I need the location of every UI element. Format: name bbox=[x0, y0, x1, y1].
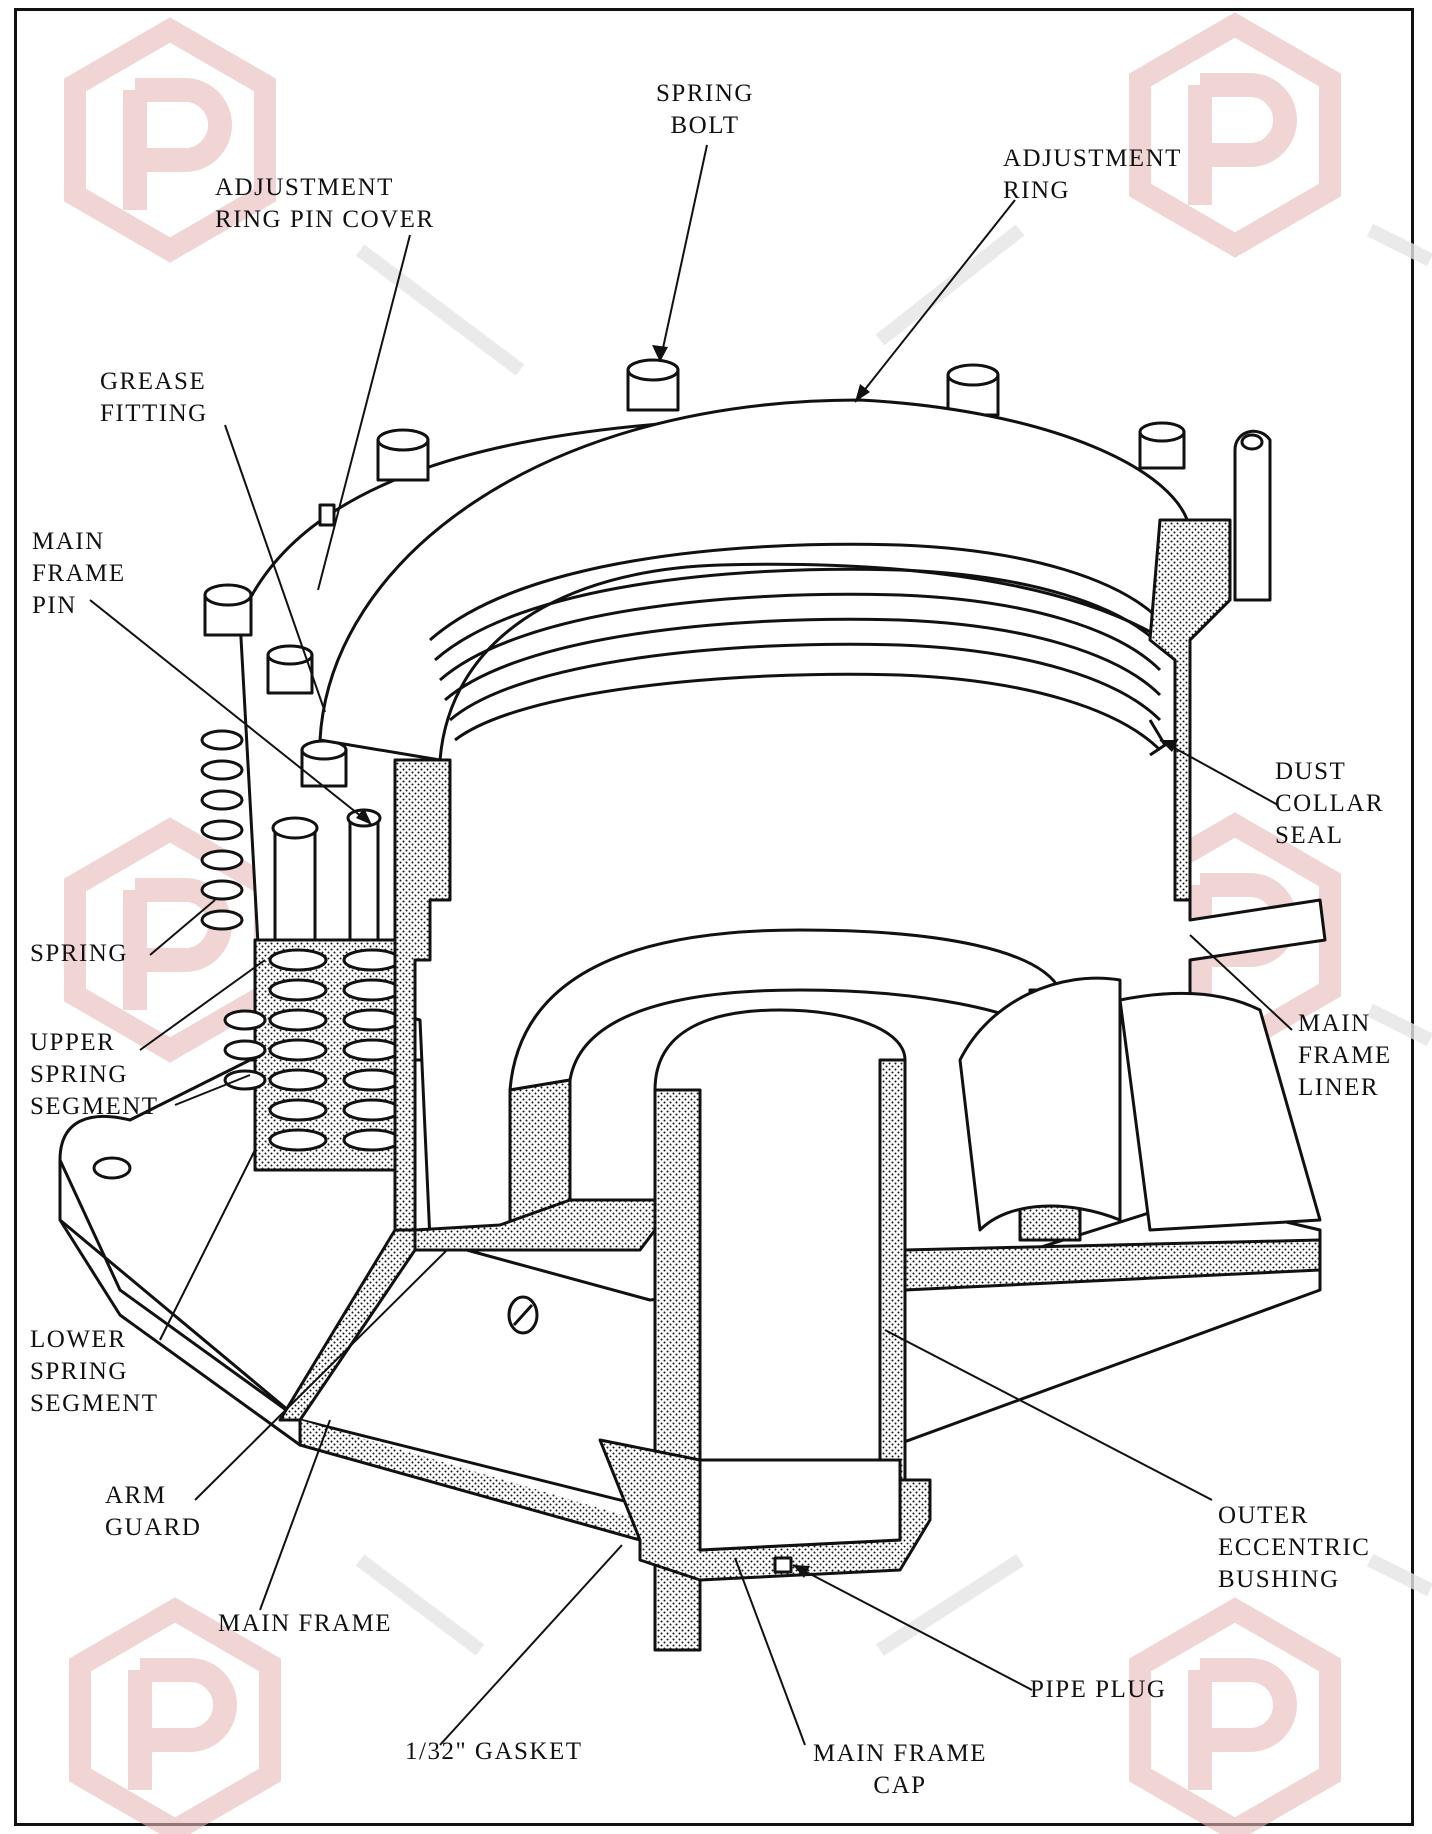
label-spring: SPRING bbox=[30, 938, 128, 970]
label-line: COLLAR bbox=[1275, 790, 1384, 817]
label-outer-eccentric-bushing: OUTER ECCENTRIC BUSHING bbox=[1218, 1500, 1370, 1596]
label-line: SEGMENT bbox=[30, 1390, 159, 1417]
label-line: MAIN bbox=[1298, 1010, 1371, 1037]
label-line: SPRING bbox=[30, 940, 128, 967]
label-line: RING bbox=[1003, 177, 1071, 204]
label-line: SPRING bbox=[30, 1358, 128, 1385]
label-line: ADJUSTMENT bbox=[215, 174, 394, 201]
label-main-frame: MAIN FRAME bbox=[218, 1608, 392, 1640]
label-line: RING PIN COVER bbox=[215, 206, 435, 233]
label-arm-guard: ARM GUARD bbox=[105, 1480, 201, 1544]
label-upper-spring-segment: UPPER SPRING SEGMENT bbox=[30, 1027, 159, 1123]
label-line: BUSHING bbox=[1218, 1566, 1340, 1593]
label-grease-fitting: GREASE FITTING bbox=[100, 366, 208, 430]
label-line: LOWER bbox=[30, 1326, 127, 1353]
label-pipe-plug: PIPE PLUG bbox=[1030, 1674, 1166, 1706]
label-line: MAIN FRAME bbox=[812, 1740, 988, 1767]
bolt-hole-icon bbox=[92, 1156, 132, 1180]
label-line: ARM bbox=[105, 1482, 167, 1509]
label-line: ECCENTRIC bbox=[1218, 1534, 1371, 1561]
label-dust-collar-seal: DUST COLLAR SEAL bbox=[1275, 756, 1384, 852]
label-line: SPRING bbox=[30, 1061, 128, 1088]
label-line: UPPER bbox=[30, 1029, 116, 1056]
label-line: MAIN bbox=[32, 528, 105, 555]
label-line: SPRING bbox=[656, 80, 754, 107]
label-gasket: 1/32" GASKET bbox=[405, 1736, 583, 1768]
label-main-frame-cap: MAIN FRAME CAP bbox=[790, 1738, 1010, 1802]
label-line: FRAME bbox=[1298, 1042, 1392, 1069]
label-spring-bolt: SPRING BOLT bbox=[620, 78, 790, 142]
label-line: FRAME bbox=[32, 560, 126, 587]
label-line: DUST bbox=[1275, 758, 1347, 785]
label-line: MAIN FRAME bbox=[218, 1610, 393, 1637]
label-line: SEAL bbox=[1275, 822, 1344, 849]
label-line: GUARD bbox=[105, 1514, 202, 1541]
label-adjustment-ring-pin-cover: ADJUSTMENT RING PIN COVER bbox=[215, 172, 435, 236]
label-adjustment-ring: ADJUSTMENT RING bbox=[1003, 143, 1182, 207]
label-line: LINER bbox=[1298, 1074, 1380, 1101]
label-main-frame-pin: MAIN FRAME PIN bbox=[32, 526, 126, 622]
label-line: 1/32" GASKET bbox=[405, 1738, 583, 1765]
pipe-plug-icon bbox=[773, 1556, 793, 1574]
label-line: OUTER bbox=[1218, 1502, 1309, 1529]
label-line: PIN bbox=[32, 592, 77, 619]
label-main-frame-liner: MAIN FRAME LINER bbox=[1298, 1008, 1392, 1104]
spring-bolts bbox=[203, 358, 1186, 788]
label-lower-spring-segment: LOWER SPRING SEGMENT bbox=[30, 1324, 159, 1420]
spring-stack bbox=[200, 729, 417, 1172]
label-line: ADJUSTMENT bbox=[1003, 145, 1182, 172]
label-line: FITTING bbox=[100, 400, 208, 427]
label-line: SEGMENT bbox=[30, 1093, 159, 1120]
label-line: CAP bbox=[873, 1772, 927, 1799]
grease-fitting-icon bbox=[318, 503, 336, 527]
label-line: PIPE PLUG bbox=[1030, 1676, 1167, 1703]
label-line: BOLT bbox=[670, 112, 740, 139]
label-line: GREASE bbox=[100, 368, 207, 395]
